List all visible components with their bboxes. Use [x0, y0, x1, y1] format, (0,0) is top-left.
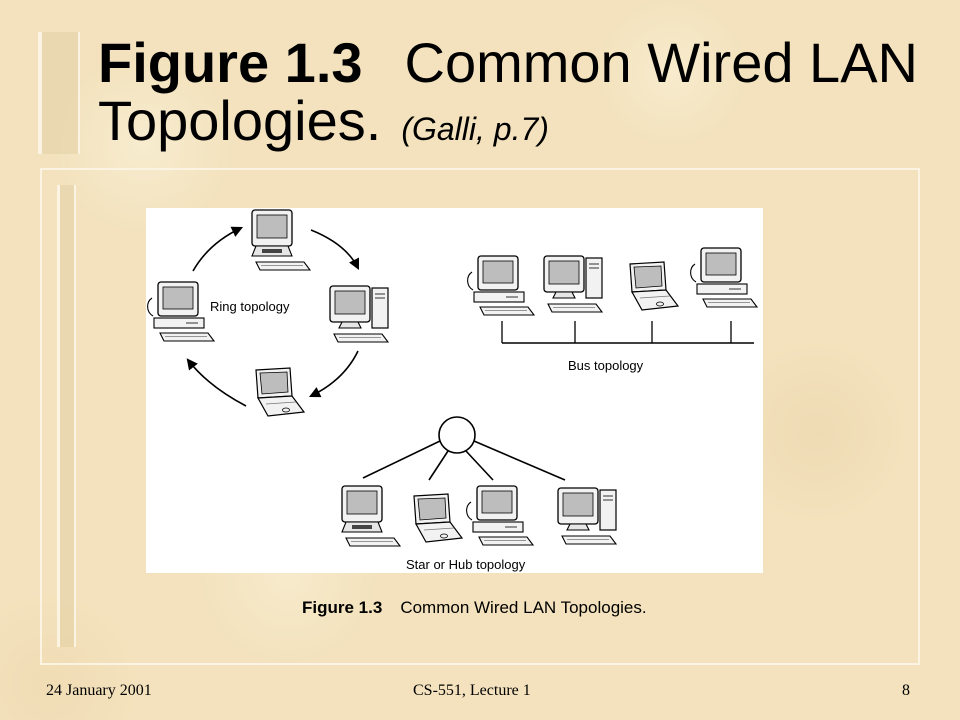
bus-topology-label: Bus topology — [568, 358, 644, 373]
content-frame-left-line — [40, 168, 42, 664]
ring-topology-label: Ring topology — [210, 299, 290, 314]
star-computer-4 — [557, 487, 617, 545]
title-accent-bar — [38, 32, 80, 154]
hub — [438, 416, 476, 454]
star-topology: Star or Hub topology — [341, 416, 617, 572]
title-figure-number: Figure 1.3 — [98, 31, 363, 94]
ring-arrow-bottom-right — [308, 350, 359, 398]
bus-computer-2 — [543, 255, 603, 313]
bus-computer-1 — [466, 255, 535, 316]
topology-diagram: Ring topology Bus topology Sta — [146, 209, 758, 572]
footer-course: CS-551, Lecture 1 — [413, 682, 531, 699]
ring-computer-bottom — [255, 367, 305, 417]
ring-arrow-bottom-left — [186, 358, 247, 407]
ring-arrow-top-left — [192, 226, 244, 272]
footer-date: 24 January 2001 — [46, 682, 152, 699]
star-topology-label: Star or Hub topology — [406, 557, 526, 572]
ring-computer-top — [251, 209, 311, 271]
content-frame-top-line — [40, 168, 920, 170]
bus-computer-3 — [629, 261, 679, 311]
bus-computer-4 — [689, 247, 758, 308]
star-computer-3 — [465, 485, 534, 546]
ring-computer-right — [329, 285, 389, 343]
star-computer-2 — [413, 493, 463, 543]
star-computer-1 — [341, 485, 401, 547]
ring-topology: Ring topology — [146, 209, 389, 417]
title-text: Common Wired LAN Topologies. — [98, 31, 918, 152]
body-accent-bar — [57, 185, 76, 647]
footer-page-number: 8 — [902, 682, 910, 699]
caption-figure-number: Figure 1.3 — [302, 598, 383, 617]
bus-topology: Bus topology — [466, 247, 758, 373]
content-frame-bottom-line — [40, 663, 920, 665]
topology-figure: Ring topology Bus topology Sta — [146, 208, 763, 573]
content-frame-right-line — [918, 168, 920, 664]
ring-computer-left — [146, 281, 215, 342]
title-citation: (Galli, p.7) — [401, 111, 549, 147]
caption-text: Common Wired LAN Topologies. — [400, 598, 647, 617]
ring-arrow-top-right — [310, 229, 360, 271]
figure-caption: Figure 1.3 Common Wired LAN Topologies. — [302, 598, 647, 618]
